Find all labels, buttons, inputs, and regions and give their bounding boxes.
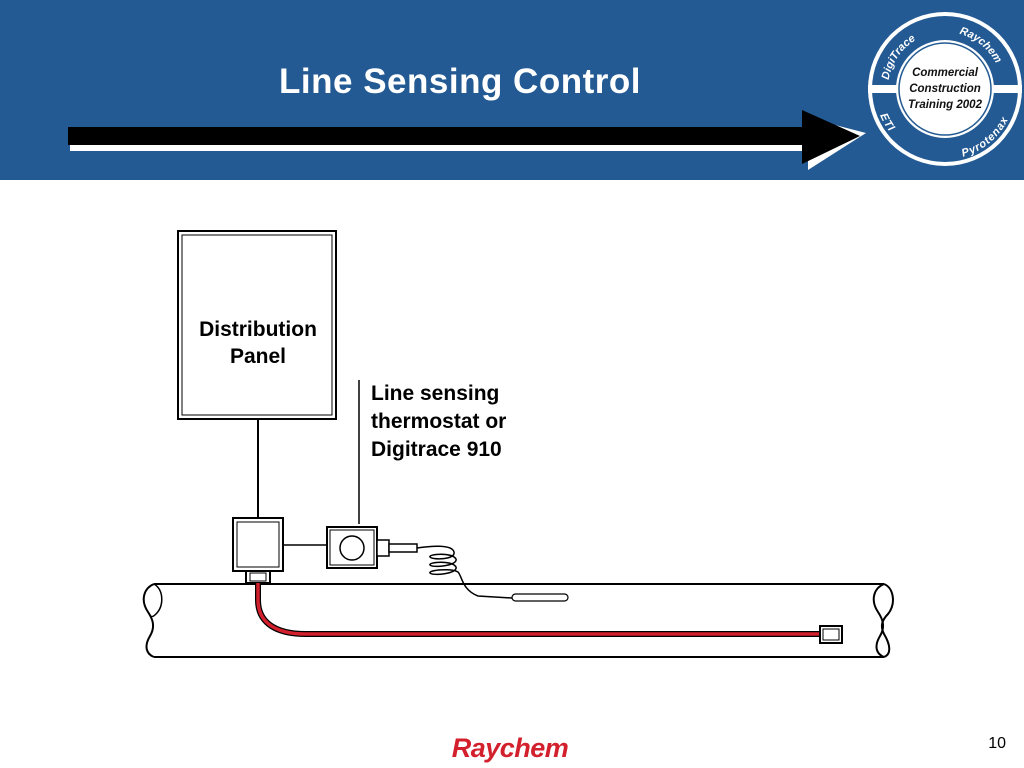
thermostat-dial-icon <box>339 535 365 561</box>
sensing-bulb <box>511 593 569 602</box>
seal-center-line-1: Commercial <box>912 67 979 79</box>
distribution-panel-label: Distribution Panel <box>180 316 336 370</box>
capillary-coil <box>416 545 513 599</box>
callout-line-3: Digitrace 910 <box>371 438 502 461</box>
panel-label-line-1: Distribution <box>199 318 317 341</box>
cable-end-seal <box>819 625 843 644</box>
page-number: 10 <box>988 735 1006 752</box>
panel-label-line-2: Panel <box>229 345 287 368</box>
training-seal-icon: DigiTrace Raychem ETI Pyrotenax Commerci… <box>868 12 1022 166</box>
header-banner: Line Sensing Control DigiTrace Raychem E… <box>0 0 1024 180</box>
header-arrow-icon <box>68 110 866 170</box>
seal-center-line-2: Construction <box>909 83 981 95</box>
callout-line-2: thermostat or <box>371 410 507 433</box>
seal-center-line-3: Training 2002 <box>908 99 983 111</box>
heating-cable <box>256 583 822 636</box>
raychem-logo: Raychem <box>451 733 569 763</box>
thermostat-callout: Line sensing thermostat or Digitrace 910 <box>371 380 601 464</box>
slide-title: Line Sensing Control <box>279 62 641 101</box>
junction-box <box>232 517 284 572</box>
distribution-panel-inner-border <box>181 234 333 416</box>
callout-line-1: Line sensing <box>371 382 500 405</box>
distribution-panel-box <box>177 230 337 420</box>
heating-cable-outline <box>255 583 822 637</box>
pipe-left-end <box>142 583 155 658</box>
